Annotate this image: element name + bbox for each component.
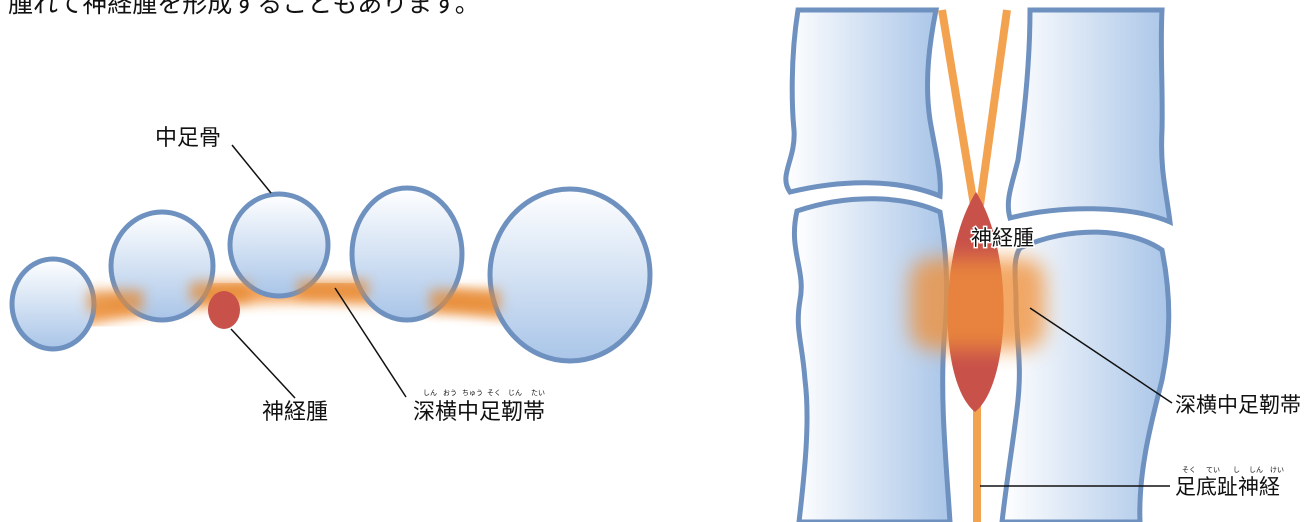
label-metatarsal: 中足骨: [155, 126, 221, 151]
ruby-ligament-left: しん おう ちゅう そく じん たい: [423, 389, 545, 397]
leader-metatarsal: [231, 144, 272, 194]
bone-left-metatarsal: [783, 7, 943, 200]
nerve-branch-left: [938, 9, 978, 206]
ruby-char: たい: [531, 389, 545, 397]
metatarsal-bone-4: [349, 185, 465, 323]
nerve-branch-right: [976, 9, 1011, 206]
label-nerve: 足底趾神経: [1175, 475, 1280, 499]
ruby-char: おう: [443, 389, 457, 397]
cross-section-diagram: 中足骨 神経腫 深横中足靭帯 しん おう ちゅう そく じん たい: [9, 126, 653, 425]
ruby-char: じん: [508, 389, 522, 397]
metatarsal-bone-1: [9, 256, 97, 352]
label-ligament-right: 深横中足靭帯: [1175, 393, 1301, 417]
ruby-char: ちゅう: [462, 389, 483, 397]
label-neuroma-left: 神経腫: [262, 400, 328, 425]
leader-neuroma-left: [230, 328, 296, 399]
label-ligament-left: 深横中足靭帯: [413, 400, 545, 425]
ruby-nerve: そく てい し しん けい: [1182, 466, 1284, 474]
neuroma-left: [208, 291, 240, 329]
bone-right-metatarsal: [1005, 7, 1174, 226]
plantar-view-diagram: 神経腫 深横中足靭帯 足底趾神経 そく てい し しん けい: [783, 7, 1301, 522]
ruby-char: けい: [1270, 466, 1284, 474]
ruby-char: しん: [423, 389, 437, 397]
ruby-char: てい: [1206, 466, 1220, 474]
bone-left-phalanx: [791, 196, 953, 522]
ligament-blur: [910, 258, 1045, 350]
ruby-char: しん: [1249, 466, 1263, 474]
ruby-char: そく: [1182, 466, 1196, 474]
label-neuroma-right: 神経腫: [971, 226, 1034, 250]
ruby-char: そく: [487, 389, 501, 397]
ruby-char: し: [1233, 466, 1240, 474]
header-text: 腫れて神経腫を形成することもあります。: [8, 0, 480, 18]
metatarsal-bone-5: [487, 186, 653, 364]
leader-ligament-right: [1029, 307, 1173, 404]
leader-ligament-left: [334, 287, 407, 398]
metatarsal-bone-3: [227, 191, 331, 299]
